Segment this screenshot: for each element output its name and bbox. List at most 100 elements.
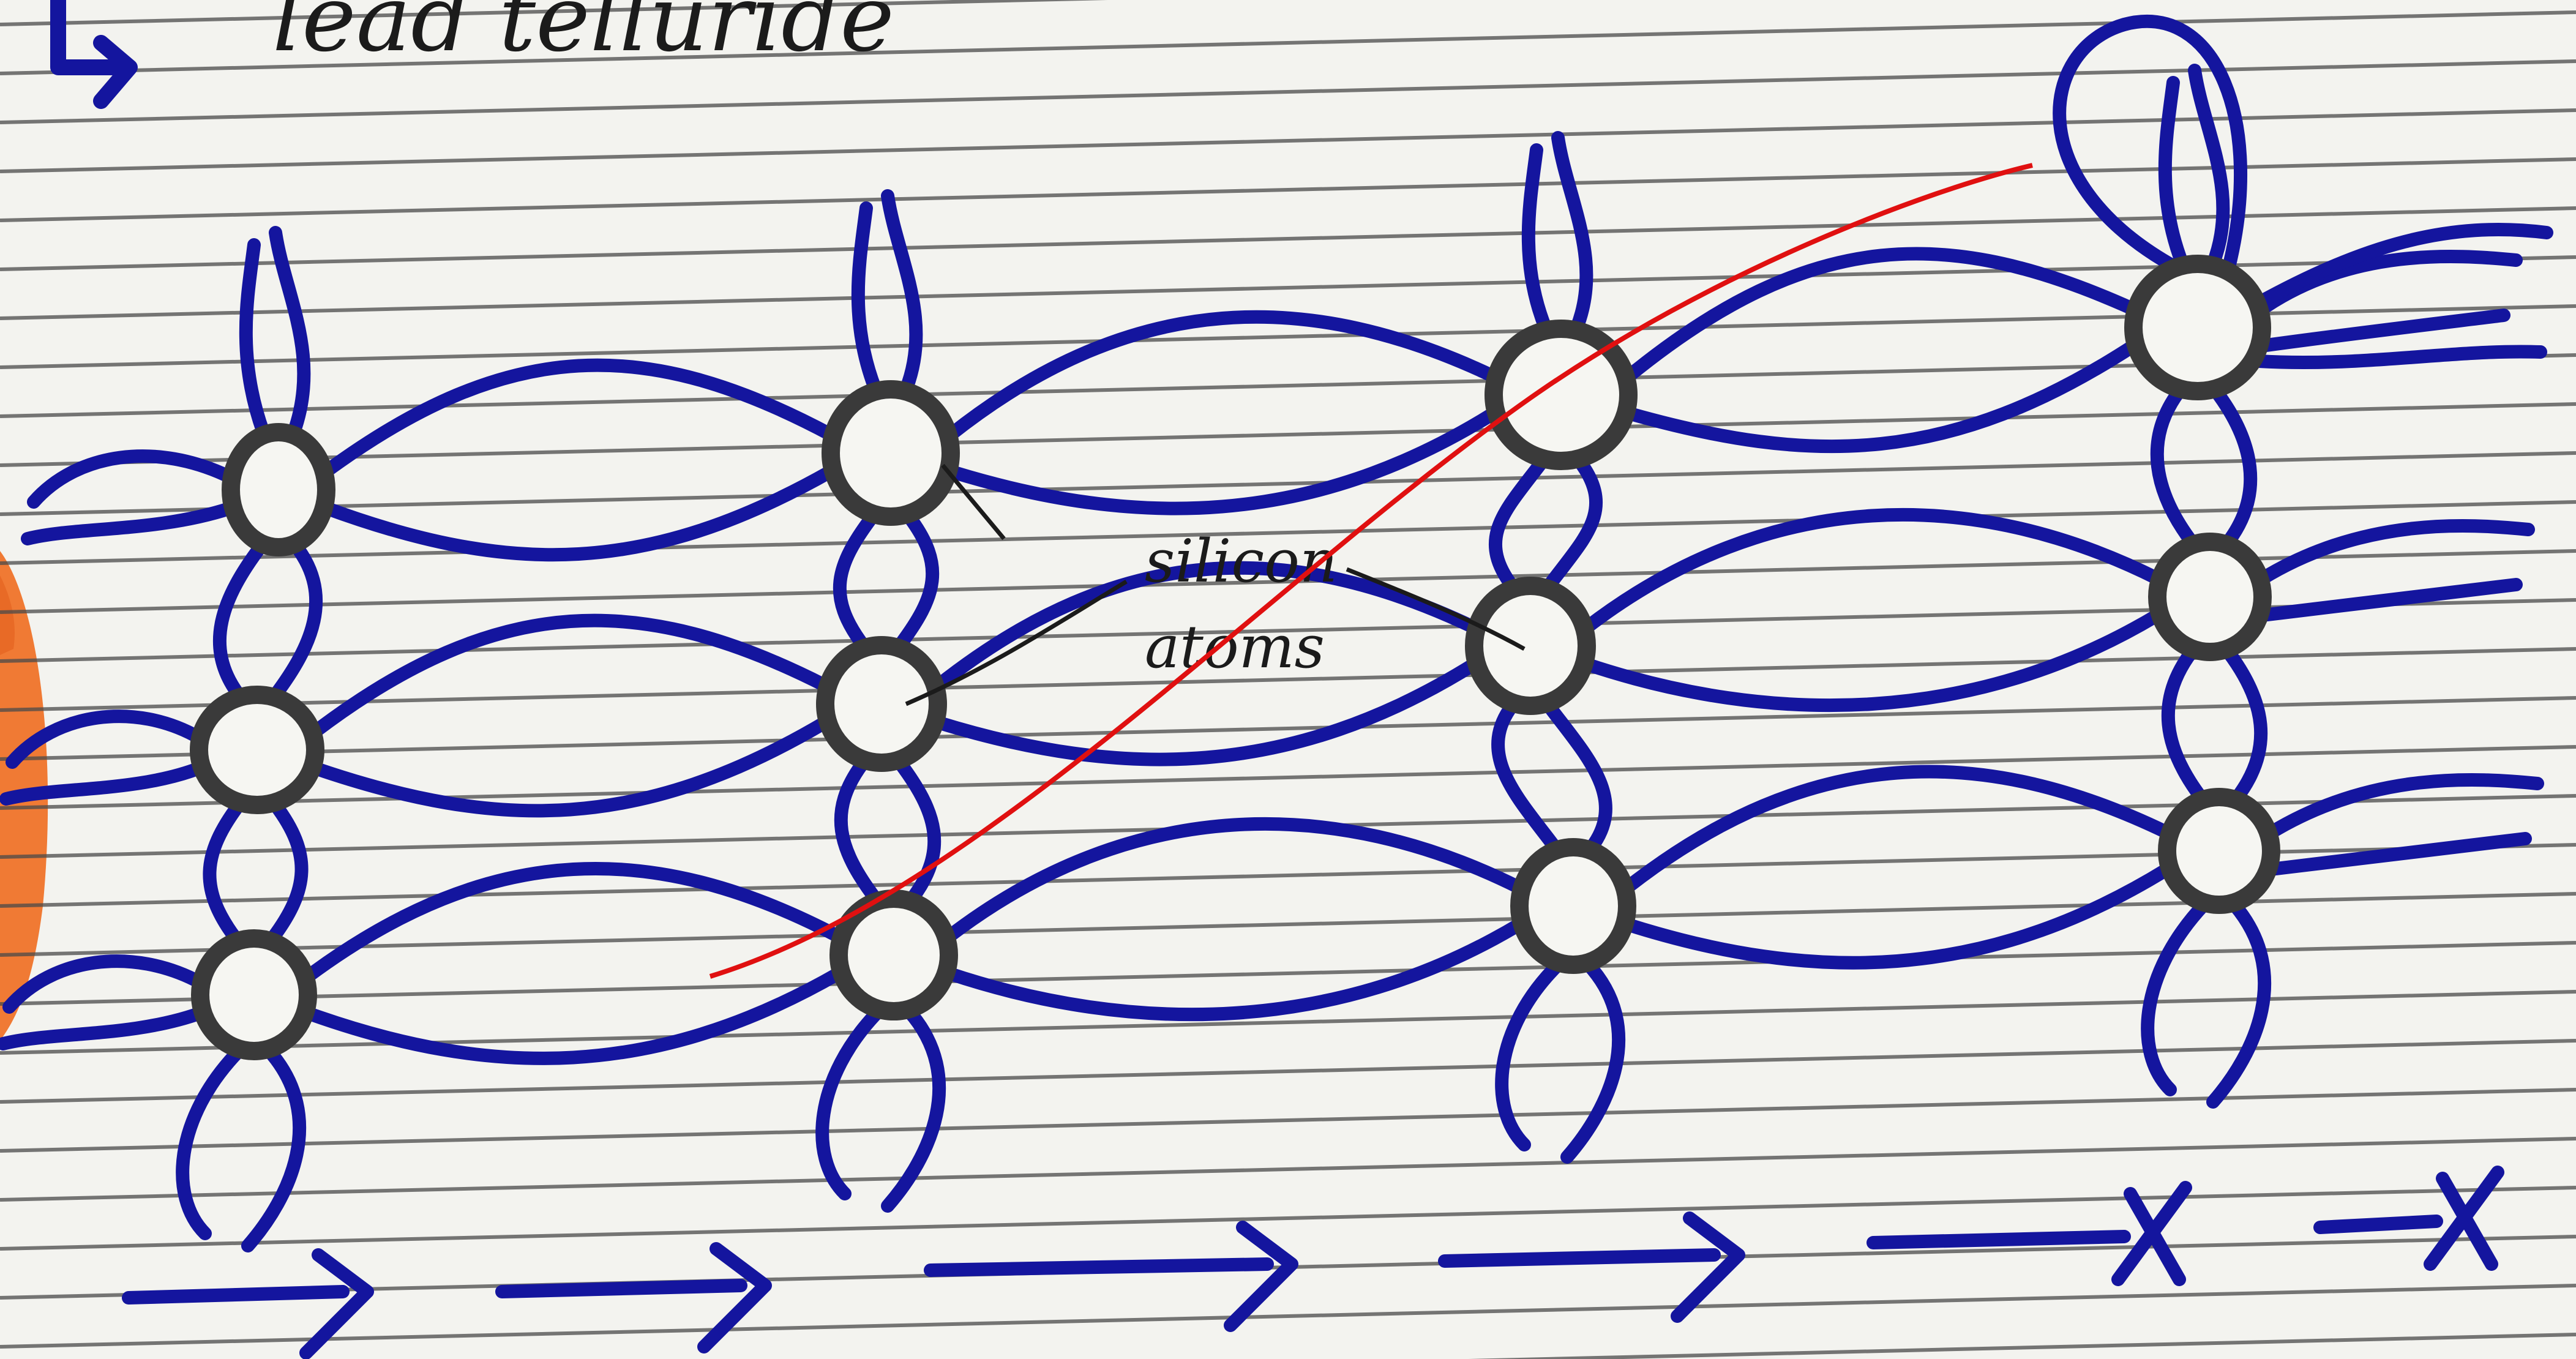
leader-line-top-left [941,463,1006,541]
bond-line [893,756,942,905]
bond-line [1622,247,2140,383]
ruled-line [0,892,2576,957]
atom-group [190,255,2280,1060]
bond-line [1521,143,1552,335]
ruled-line [1468,1333,2576,1359]
bond-line [2161,645,2207,804]
ruled-line [0,696,2576,761]
bond-line [1495,958,1565,1151]
bond-line [2264,832,2532,876]
silicon-atom [2148,533,2272,661]
bond-line [1560,958,1626,1164]
ruled-line [0,451,2576,516]
silicon-atom [1510,838,1636,974]
bottom-marks [122,1166,2504,1359]
ruled-line [0,255,2576,320]
annotation-line-1: silicon [1145,527,1338,596]
header-text: lead telluride [272,0,894,72]
silicon-atom [1485,320,1638,470]
leader-line-left [905,579,1128,706]
arrow-head-icon [1671,1211,1745,1323]
bottom-dash [122,1285,350,1305]
bond-line [2206,898,2272,1109]
annotation: silicon atoms [905,463,1526,706]
bond-line [942,817,1526,943]
bond-line [2150,384,2198,548]
ruled-line [0,1137,2576,1202]
bond-line [2255,309,2510,353]
ruled-line [0,1284,2576,1349]
bond-line [944,310,1500,441]
bond-line [6,709,206,769]
ruled-line [0,206,2576,271]
bond-line [2053,14,2247,276]
silicon-atom [829,889,958,1020]
ruled-line [0,549,2576,614]
bottom-dash [1438,1248,1721,1268]
bond-line [309,716,832,818]
bond-line [269,541,323,702]
bond-line [2246,223,2553,313]
header: lead telluride [50,0,894,109]
bond-line [1542,454,1603,593]
bottom-dash [924,1257,1274,1277]
bond-line [931,657,1481,766]
bond-line [834,756,882,905]
bottom-dash [1866,1230,2131,1249]
silicon-atom [1465,577,1596,715]
arrow-head-icon [697,1242,772,1353]
ruled-line [0,157,2576,222]
bond-line [833,510,879,652]
bond-line [21,501,238,545]
bond-line [320,358,837,478]
bond-line [2222,645,2268,804]
arrow-head-icon [1224,1221,1298,1332]
bond-line [176,1044,245,1240]
ruled-line [0,402,2576,467]
ruled-line [0,0,1108,26]
bond-line [2264,773,2544,839]
bond-line [2252,345,2547,370]
bond-line [1489,454,1549,593]
bond-line [239,238,270,439]
red-curve [709,163,2033,979]
leader-line-right [1346,567,1526,651]
ruled-line [0,1088,2576,1153]
bond-line [0,1006,207,1050]
bond-line [942,918,1526,1022]
bond-line [1580,507,2164,634]
bond-line [815,1005,885,1200]
bond-line [212,541,267,702]
bond-line [893,510,940,652]
bottom-dash [495,1279,747,1298]
bond-line [851,201,882,396]
ruled-line [0,647,2576,712]
bond-line [2158,76,2189,271]
bond-line [1491,699,1562,854]
bond-line [2141,898,2211,1096]
annotation-line-2: atoms [1145,613,1325,681]
bond-line [2256,519,2535,585]
bond-line [203,798,245,945]
arrow-bullet-icon [50,0,138,109]
bond-line [1620,765,2174,894]
bond-line [1620,863,2174,970]
bond-line [1580,608,2164,713]
silicon-atom [190,686,324,814]
bond-line [2,954,207,1014]
bond-line [1542,699,1612,854]
bond-line [309,613,832,738]
bond-line [881,1005,946,1213]
bond-network [0,14,2553,1252]
bond-line [301,967,845,1065]
ruled-line [0,59,2576,124]
silicon-atom [2124,255,2271,400]
ruled-line [0,108,2576,173]
bond-line [301,862,845,983]
bond-line [241,1044,307,1252]
silicon-atom [222,423,335,556]
ruled-line [0,843,2576,908]
bond-line [266,798,309,945]
bond-line [320,465,837,562]
